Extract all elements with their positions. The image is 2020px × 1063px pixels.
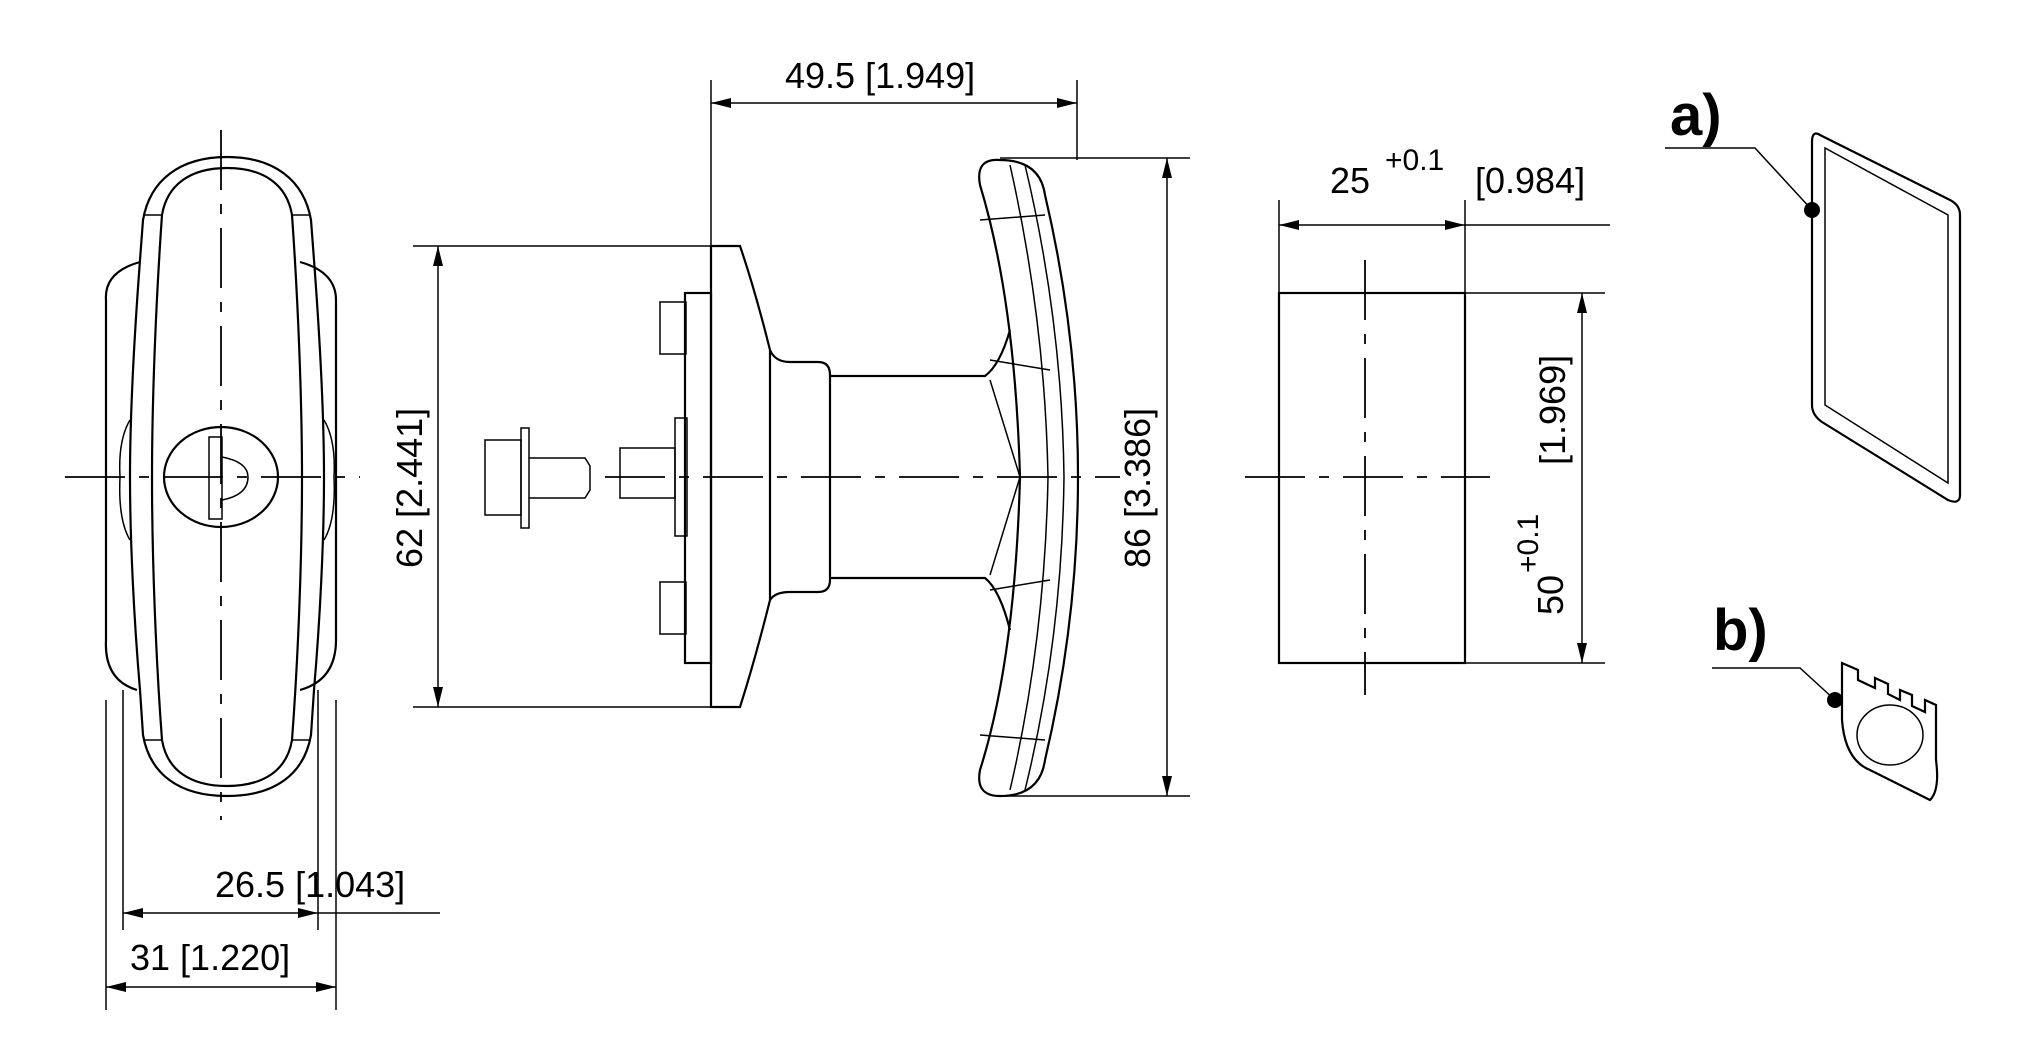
handle-ribs (118, 214, 336, 741)
dim-plate-height: 62 [2.441] (389, 408, 430, 568)
dim-width-inner: 26.5 [1.043] (215, 864, 405, 905)
gasket-frame (1810, 132, 1962, 503)
accessory-a-gasket: a) (1665, 83, 1962, 503)
dim-cutout-width-tol: +0.1 (1385, 144, 1444, 177)
dim-depth: 49.5 [1.949] (785, 55, 975, 96)
key-slot (208, 436, 223, 520)
nut-top (659, 301, 687, 355)
front-view: 26.5 [1.043] 31 [1.220] (65, 130, 440, 1010)
callout-b-dot (1827, 692, 1843, 708)
dim-cutout-width-inch: [0.984] (1475, 160, 1585, 201)
side-view: 49.5 [1.949] 62 [2.441] 86 [3.386] (389, 55, 1190, 798)
dim-cutout-height-inch: [1.969] (1532, 355, 1573, 465)
clip-hole (1856, 704, 1924, 766)
lock-plug-icon (221, 456, 249, 501)
bolt (484, 427, 591, 529)
gasket-plate (683, 291, 713, 665)
handle-inner-outline (150, 166, 304, 788)
dim-cutout-width: 25 (1330, 160, 1370, 201)
callout-b: b) (1713, 598, 1768, 663)
cam-nut (619, 447, 676, 499)
callout-a: a) (1670, 83, 1722, 148)
dim-cutout-height: 50 (1530, 575, 1571, 615)
back-plate (104, 260, 338, 692)
dim-cutout-height-tol: +0.1 (1512, 514, 1545, 573)
cutout-rectangle (1277, 291, 1467, 665)
nut-bottom (659, 581, 687, 635)
clip-shape (1840, 661, 1939, 802)
dim-width-outer: 31 [1.220] (130, 937, 290, 978)
handle-outer-outline (128, 155, 326, 798)
shaft (830, 329, 1012, 631)
dim-handle-height: 86 [3.386] (1117, 408, 1158, 568)
panel-cutout: 25 +0.1 [0.984] 50 +0.1 [1.969] (1245, 144, 1610, 695)
accessory-b-clip: b) (1712, 598, 1939, 802)
neck (768, 349, 832, 601)
